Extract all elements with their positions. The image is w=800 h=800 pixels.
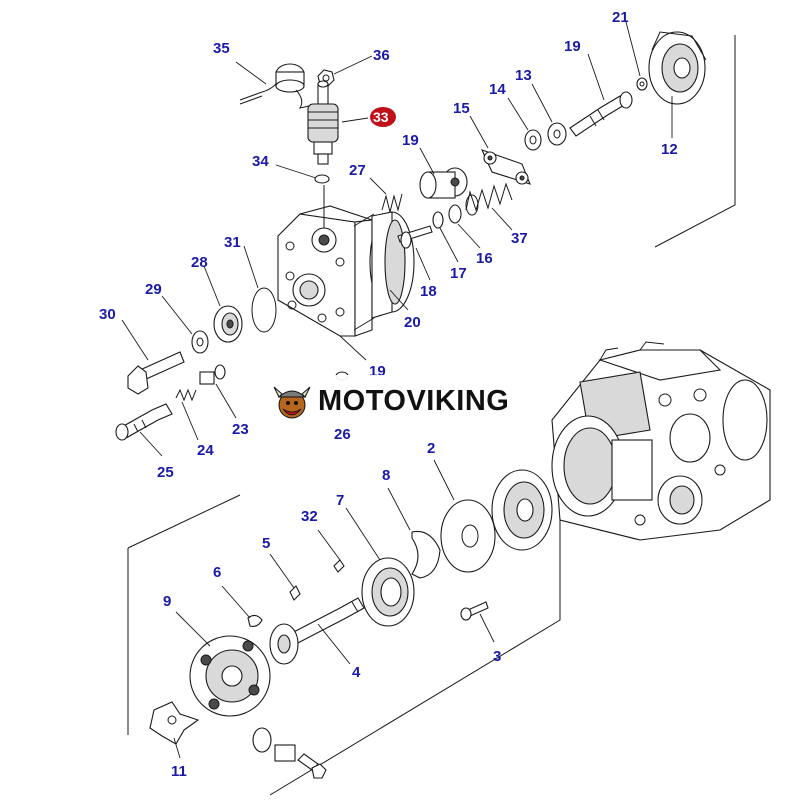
frame-lines — [127, 35, 736, 796]
plunger-pin-part — [397, 225, 433, 249]
washer-part — [432, 211, 444, 229]
callout-14: 14 — [489, 81, 506, 98]
callout-20: 20 — [404, 314, 421, 331]
bushing-parts — [252, 727, 327, 779]
callout-7: 7 — [336, 492, 344, 509]
washer-part-13 — [547, 122, 567, 146]
spring-part — [465, 182, 513, 216]
ring-part — [448, 204, 462, 224]
callout-28: 28 — [191, 254, 208, 271]
callout-6: 6 — [213, 564, 221, 581]
solenoid-valve-part — [307, 80, 339, 165]
small-nut-part — [636, 77, 648, 91]
drive-shaft-part — [569, 91, 633, 137]
cap-part — [213, 305, 243, 343]
spider-coupling-part — [149, 701, 200, 745]
wire-connector-part — [239, 63, 319, 109]
callout-9: 9 — [163, 593, 171, 610]
valve-part-25 — [115, 403, 173, 441]
callout-13: 13 — [515, 67, 532, 84]
screw-part — [460, 601, 489, 621]
callout-31: 31 — [224, 234, 241, 251]
callout-24: 24 — [197, 442, 214, 459]
disc-plate-part — [440, 499, 496, 573]
callout-18: 18 — [420, 283, 437, 300]
callout-32: 32 — [301, 508, 318, 525]
pump-head-housing — [277, 185, 373, 337]
clip-part — [247, 614, 263, 627]
viking-mascot-icon — [273, 386, 311, 419]
callout-11: 11 — [171, 763, 187, 780]
timing-disc-part — [491, 469, 553, 551]
callout-29: 29 — [145, 281, 162, 298]
large-o-ring-part — [251, 287, 277, 333]
pump-body-housing — [551, 341, 771, 541]
washer-part-14 — [524, 129, 542, 151]
callout-33: 33 — [373, 109, 389, 125]
callout-21: 21 — [612, 9, 629, 26]
callout-5: 5 — [262, 535, 270, 552]
callout-8: 8 — [382, 467, 390, 484]
callout-37: 37 — [511, 230, 528, 247]
spacer-part — [411, 530, 441, 579]
callout-4: 4 — [352, 664, 361, 681]
flange-plate-part — [480, 149, 531, 185]
callout-19-b: 19 — [564, 38, 581, 55]
key-part-5 — [289, 585, 301, 601]
callout-34: 34 — [252, 153, 269, 170]
callout-35: 35 — [213, 40, 230, 57]
gear-ring-part — [361, 557, 415, 627]
callout-25: 25 — [157, 464, 174, 481]
leader-lines — [121, 21, 673, 759]
callout-27: 27 — [349, 162, 366, 179]
callout-30: 30 — [99, 306, 116, 323]
callout-23: 23 — [232, 421, 249, 438]
sleeve-part — [419, 167, 468, 199]
callout-19-a: 19 — [402, 132, 419, 149]
callout-17: 17 — [450, 265, 467, 282]
end-cover-part — [648, 31, 707, 105]
callout-12: 12 — [661, 141, 678, 158]
callout-36: 36 — [373, 47, 390, 64]
callout-2: 2 — [427, 440, 435, 457]
bolt-part-30 — [127, 351, 185, 395]
spring-part-24 — [175, 388, 197, 402]
watermark-text: MOTOVIKING — [318, 384, 510, 417]
key-part-32 — [333, 559, 345, 573]
callout-15: 15 — [453, 100, 470, 117]
callout-26: 26 — [334, 426, 351, 443]
fitting-part — [199, 364, 226, 385]
washer-part-29 — [191, 330, 209, 354]
o-ring-part — [314, 174, 330, 184]
callout-labels: 35 36 33 34 27 19 15 14 13 19 21 12 37 1… — [99, 9, 678, 780]
coupling-part — [189, 635, 271, 717]
watermark: MOTOVIKING — [262, 375, 534, 427]
small-spring-part — [381, 193, 403, 213]
callout-3: 3 — [493, 648, 501, 665]
callout-16: 16 — [476, 250, 493, 267]
drive-shaft-part-4 — [269, 597, 365, 665]
callout-33-highlight: 33 — [370, 107, 396, 127]
